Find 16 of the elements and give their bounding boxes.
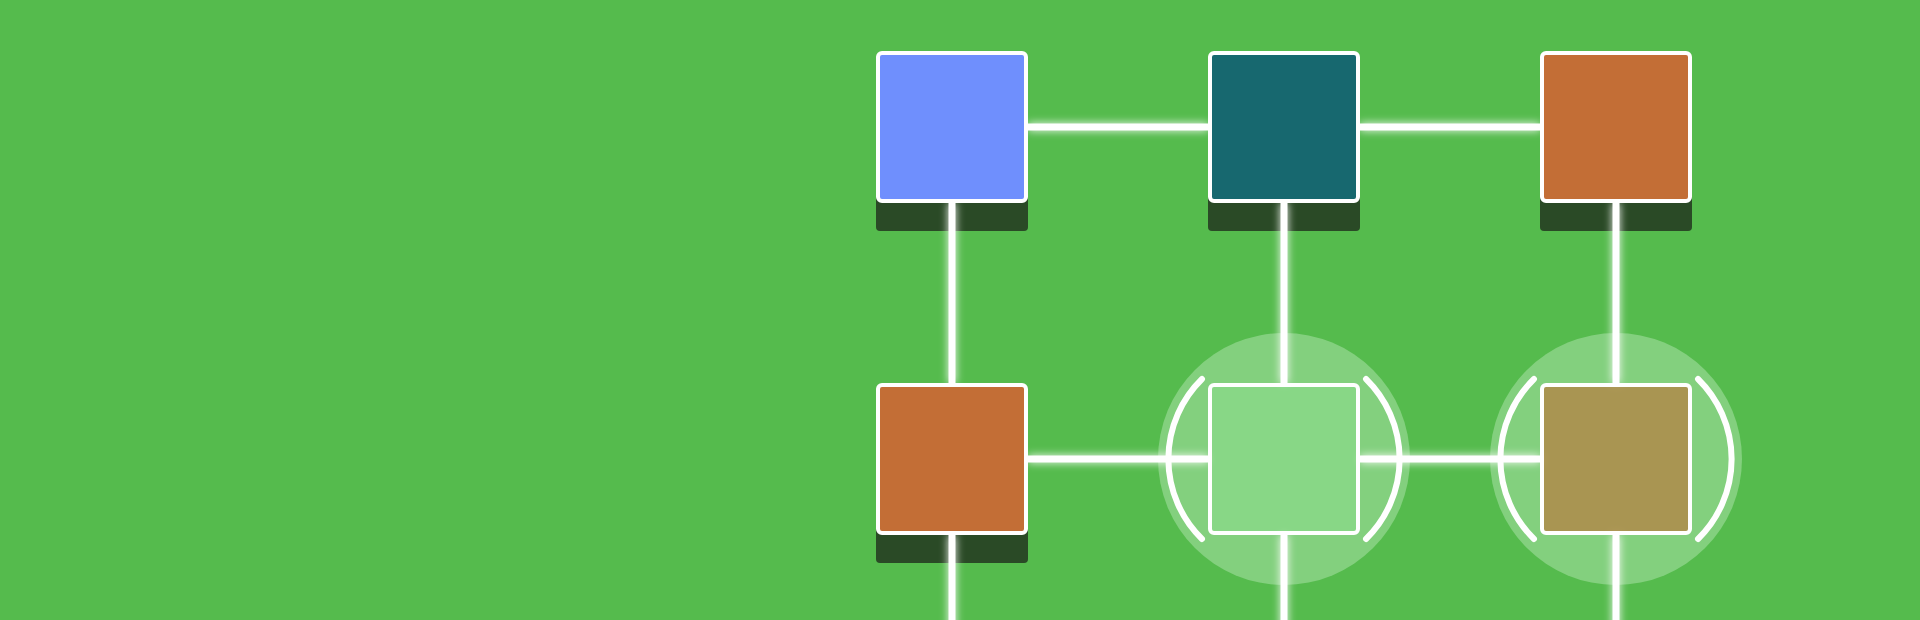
connector-line <box>1028 455 1208 463</box>
connector-line <box>1612 535 1620 620</box>
tile-box <box>1540 383 1692 535</box>
connector-line <box>1360 455 1540 463</box>
connector-line <box>948 203 956 383</box>
tile-box <box>1540 51 1692 203</box>
tile-box <box>1208 51 1360 203</box>
connector-line <box>1280 203 1288 383</box>
connector-line <box>1028 123 1208 131</box>
connector-line <box>1280 535 1288 620</box>
tile-box <box>1208 383 1360 535</box>
tile-box <box>876 383 1028 535</box>
connector-line <box>1360 123 1540 131</box>
tile-box <box>876 51 1028 203</box>
connector-line <box>1612 203 1620 383</box>
connector-line <box>948 535 956 620</box>
